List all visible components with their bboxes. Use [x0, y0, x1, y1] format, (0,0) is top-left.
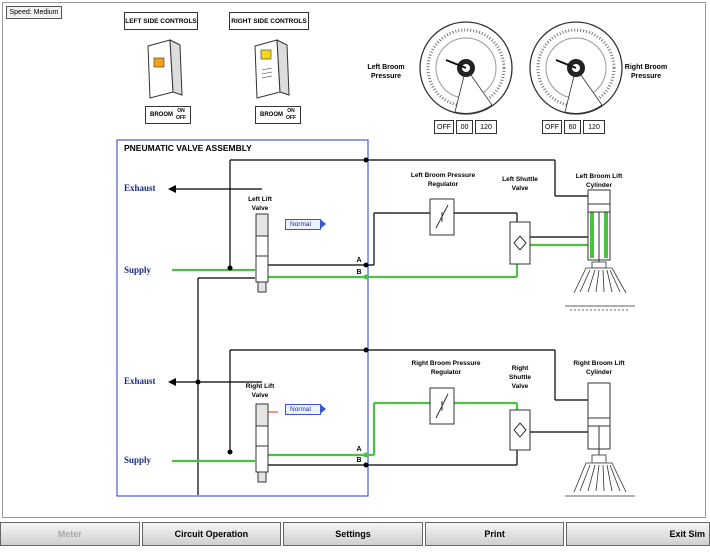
left-circuit-lines — [172, 159, 588, 495]
right-lift-valve-label: Right Lift Valve — [245, 383, 275, 399]
left-side-controls-label: LEFT SIDE CONTROLS — [124, 12, 198, 30]
control-switches — [147, 39, 290, 99]
left-lift-valve[interactable] — [255, 213, 269, 293]
right-broom-switch[interactable] — [254, 39, 290, 99]
left-cylinder-label: Left Broom Lift Cylinder — [575, 173, 623, 189]
exit-sim-button[interactable]: Exit Sim — [566, 522, 710, 546]
right-gauge-off-box: OFF — [542, 120, 562, 134]
right-side-controls-label: RIGHT SIDE CONTROLS — [229, 12, 309, 30]
bottom-toolbar: Meter Circuit Operation Settings Print E… — [0, 522, 710, 548]
left-lift-valve-label: Left Lift Valve — [248, 196, 272, 212]
right-gauge-value-box: 60 — [564, 120, 581, 134]
left-pressure-regulator[interactable] — [429, 198, 455, 236]
speed-button[interactable]: Speed: Medium — [6, 6, 62, 19]
pneumatic-valve-assembly-title: PNEUMATIC VALVE ASSEMBLY — [124, 143, 252, 153]
right-port-b-label: B — [356, 457, 362, 464]
pneumatic-schematic — [116, 139, 635, 497]
right-gauge-max-box: 120 — [583, 120, 605, 134]
right-circuit-lines — [172, 349, 592, 466]
left-broom-text: BROOM — [150, 112, 173, 118]
right-lift-valve[interactable] — [255, 403, 269, 483]
meter-button[interactable]: Meter — [0, 522, 140, 546]
left-broom-switch[interactable] — [147, 39, 183, 99]
left-regulator-label: Left Broom Pressure Regulator — [410, 172, 476, 188]
supply-junction-dots — [363, 274, 369, 458]
right-cylinder-label: Right Broom Lift Cylinder — [573, 360, 625, 376]
left-exhaust-label: Exhaust — [124, 183, 156, 193]
left-broom-icon — [565, 261, 635, 311]
right-on-text: ON — [287, 108, 295, 114]
right-regulator-label: Right Broom Pressure Regulator — [411, 360, 481, 376]
left-port-a-label: A — [356, 257, 362, 264]
right-port-a-label: A — [356, 446, 362, 453]
left-gauge-value-box: 00 — [456, 120, 473, 134]
left-off-text: OFF — [176, 115, 186, 121]
left-pressure-label: Left Broom Pressure — [367, 64, 405, 80]
pressure-gauges — [419, 21, 623, 115]
right-broom-lift-cylinder — [587, 382, 611, 456]
right-off-text: OFF — [286, 115, 296, 121]
left-gauge-off-box: OFF — [434, 120, 454, 134]
right-normal-tag[interactable]: Normal — [285, 404, 326, 415]
left-normal-tag[interactable]: Normal — [285, 219, 326, 230]
settings-button[interactable]: Settings — [283, 522, 423, 546]
left-supply-label: Supply — [124, 265, 152, 275]
right-supply-label: Supply — [124, 455, 152, 465]
circuit-operation-button[interactable]: Circuit Operation — [141, 522, 282, 546]
right-supply-lines — [172, 401, 519, 463]
left-broom-lift-cylinder — [587, 189, 611, 263]
right-shuttle-valve — [509, 409, 531, 451]
left-on-text: ON — [177, 108, 185, 114]
right-exhaust-label: Exhaust — [124, 376, 156, 386]
valve-assembly-border — [116, 139, 369, 497]
left-gauge-max-box: 120 — [475, 120, 497, 134]
left-shuttle-label: Left Shuttle Valve — [502, 176, 538, 192]
left-port-b-label: B — [356, 269, 362, 276]
print-button[interactable]: Print — [424, 522, 565, 546]
right-pressure-label: Right Broom Pressure — [624, 64, 668, 80]
right-broom-icon — [565, 454, 635, 497]
left-pressure-gauge — [419, 21, 513, 115]
right-pressure-gauge — [529, 21, 623, 115]
right-shuttle-label: Right Shuttle Valve — [508, 365, 532, 390]
right-broom-text: BROOM — [260, 112, 283, 118]
right-pressure-regulator[interactable] — [429, 387, 455, 425]
junction-dots — [195, 157, 369, 468]
left-exhaust-arrow-icon — [168, 185, 176, 193]
left-supply-lines — [172, 243, 590, 279]
left-shuttle-valve — [509, 221, 531, 265]
right-exhaust-arrow-icon — [168, 378, 176, 386]
